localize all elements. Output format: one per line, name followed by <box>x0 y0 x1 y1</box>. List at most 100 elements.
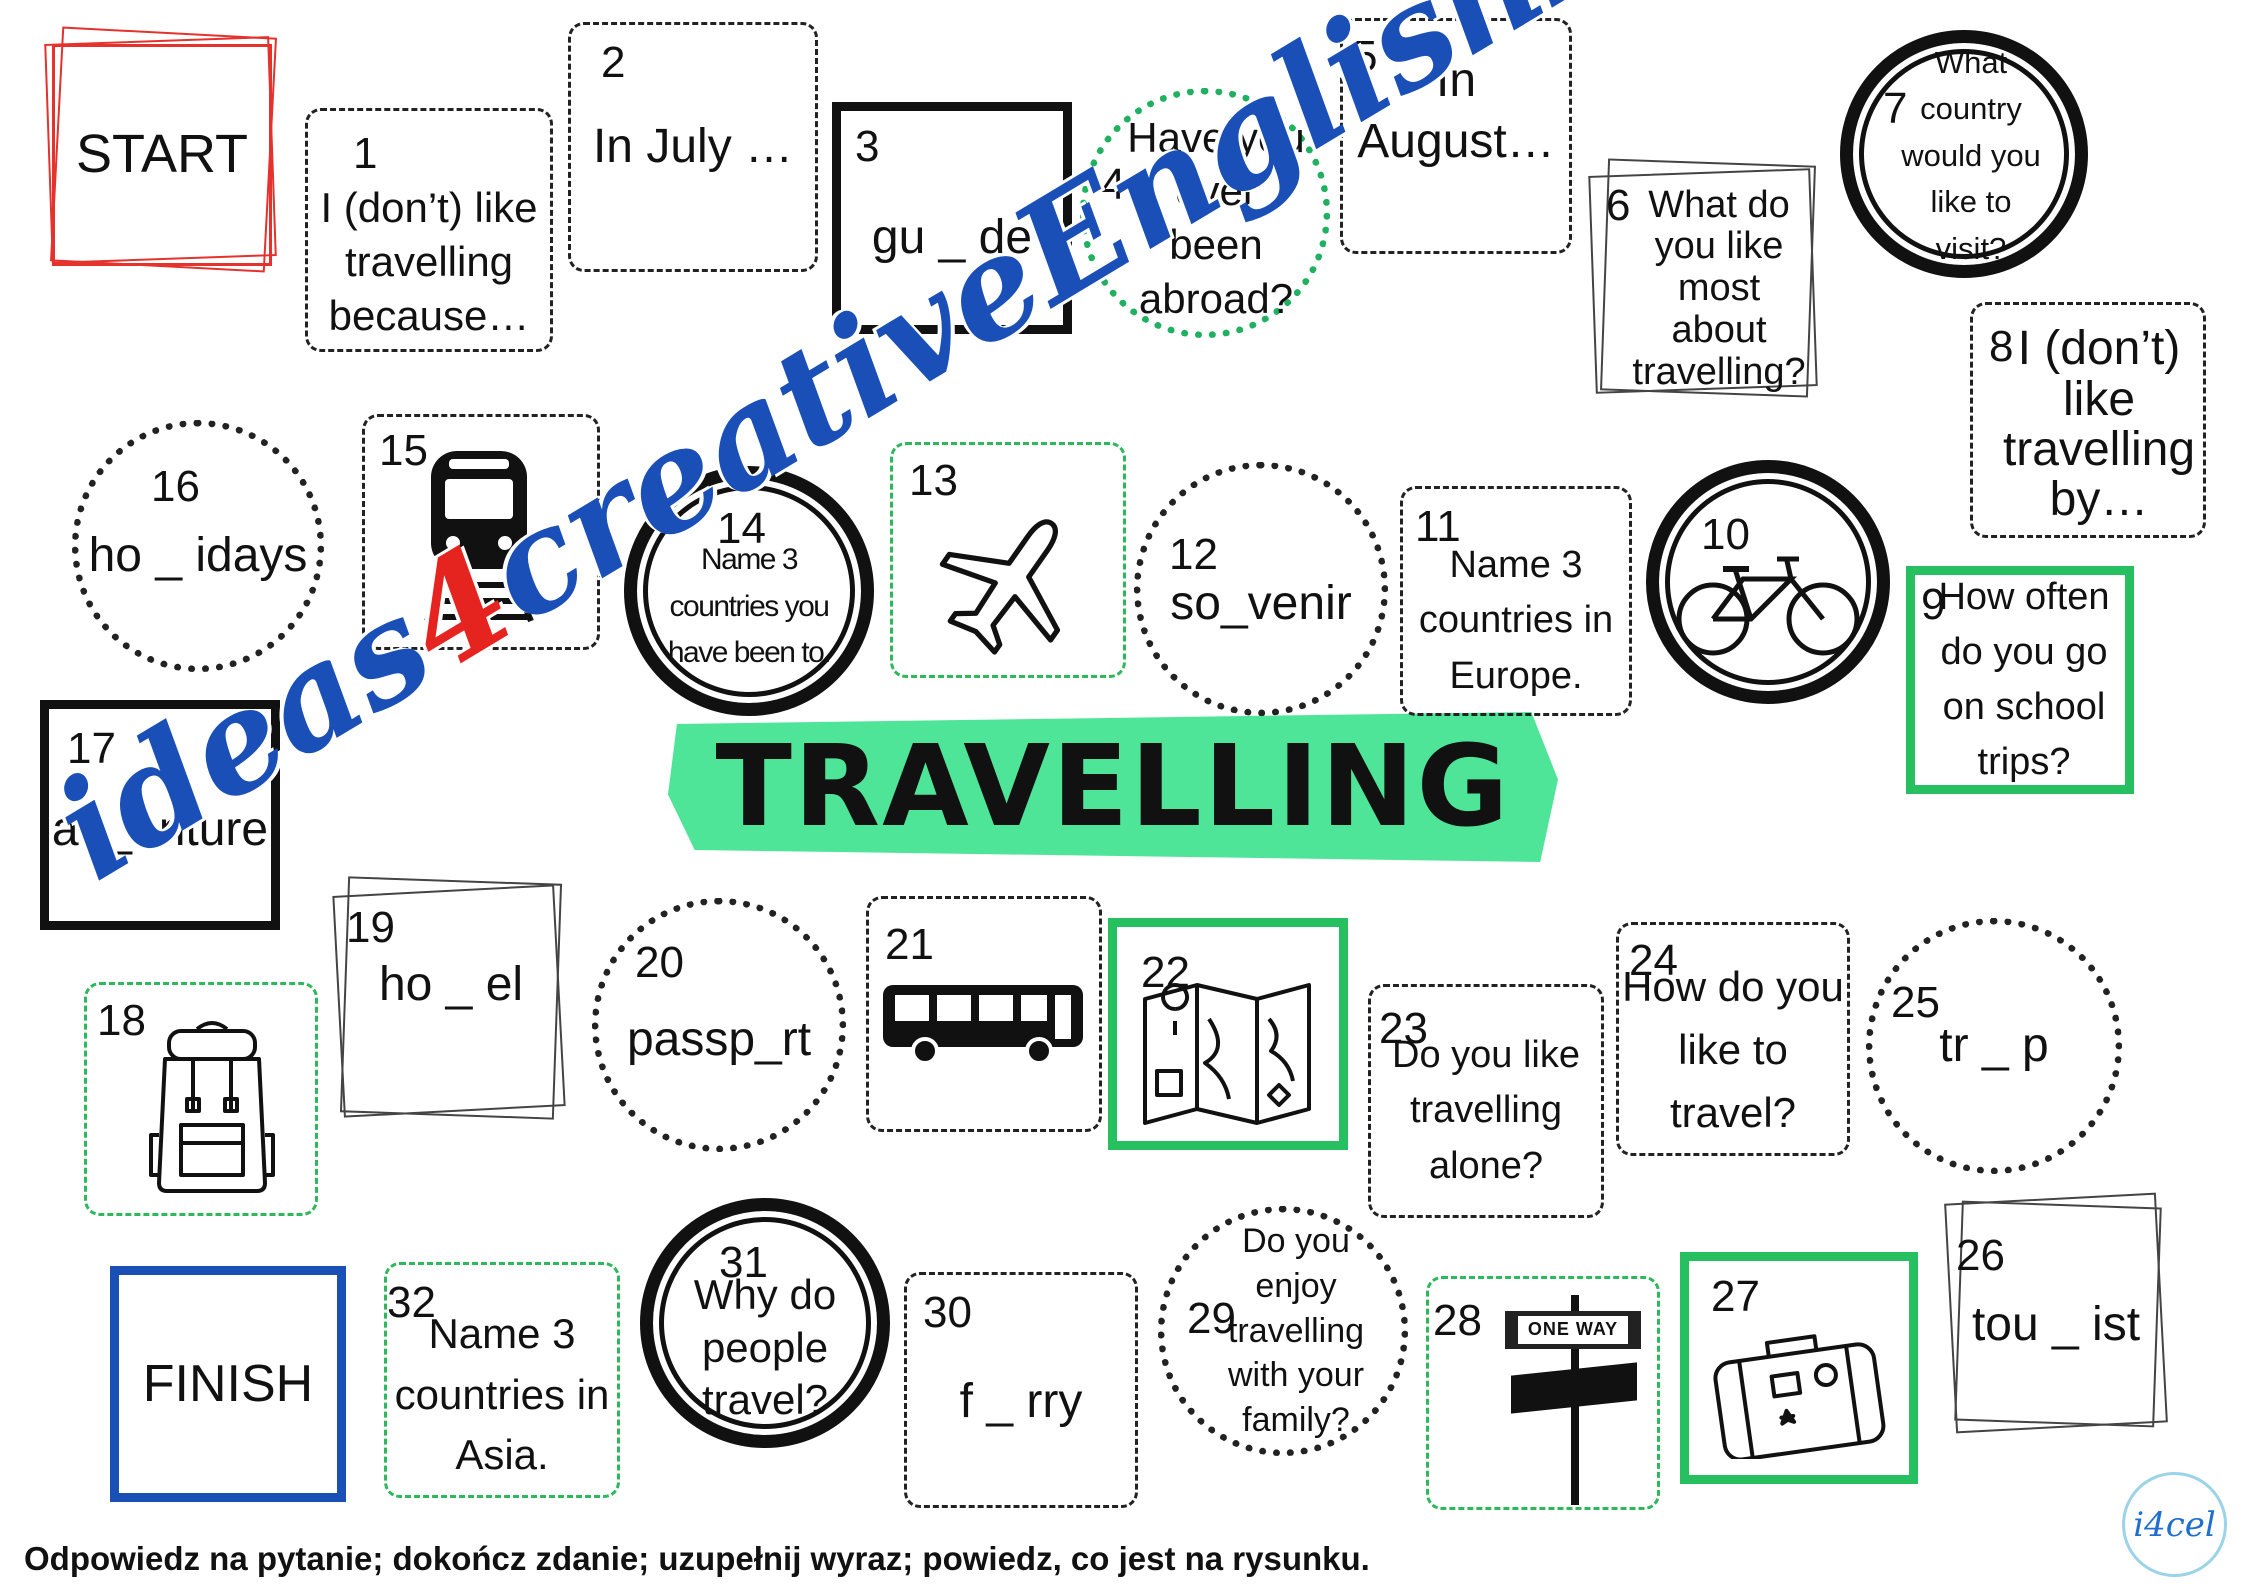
square-15: 15 <box>362 414 600 650</box>
airplane-icon <box>939 519 1061 655</box>
square-30: 30 f _ rry <box>904 1272 1138 1508</box>
square-number: 7 <box>1883 84 1908 133</box>
square-text: How do you like to travel? <box>1622 962 1844 1136</box>
square-number: 11 <box>1415 502 1461 551</box>
square-text: passp_rt <box>626 1013 812 1067</box>
sign-board-top: ONE WAY <box>1505 1311 1641 1349</box>
board-title: TRAVELLING <box>715 722 1511 852</box>
square-27: 27 <box>1680 1252 1918 1484</box>
square-text: ho _ el <box>378 958 524 1012</box>
bus-icon <box>883 985 1083 1065</box>
square-number: 5 <box>1353 32 1378 81</box>
square-number: 2 <box>601 38 626 87</box>
square-19: 19 ho _ el <box>342 886 560 1114</box>
square-9: 9 How often do you go on school trips? <box>1906 566 2134 794</box>
square-1: 1 I (don’t) like travelling because… <box>305 108 553 352</box>
backpack-icon <box>149 1021 275 1193</box>
square-text: f _ rry <box>959 1375 1083 1429</box>
bicycle-icon <box>1676 556 1860 656</box>
square-text: ad_enture <box>51 803 269 857</box>
square-text: Why do people travel? <box>693 1271 837 1424</box>
square-text: tou _ ist <box>1971 1298 2141 1352</box>
square-number: 15 <box>379 426 428 475</box>
square-text: Name 3 countries in Asia. <box>394 1309 610 1479</box>
square-number: 30 <box>923 1288 972 1337</box>
square-text: Name 3 countries you have been to. <box>667 543 832 670</box>
square-22: 22 <box>1108 918 1348 1150</box>
start-square: START <box>52 44 272 266</box>
square-6: 6 What do you like most about travelling… <box>1598 168 1810 393</box>
square-17: 17 ad_enture <box>40 700 280 930</box>
square-text: In August… <box>1357 53 1555 168</box>
square-number: 23 <box>1379 1004 1428 1053</box>
square-text: I (don’t) like travelling by… <box>2002 322 2196 527</box>
square-18: 18 <box>84 982 318 1216</box>
square-text: ho _ idays <box>88 529 308 583</box>
square-26: 26 tou _ ist <box>1954 1202 2158 1428</box>
square-number: 16 <box>151 462 200 511</box>
square-number: 31 <box>719 1238 768 1287</box>
square-28: 28 ONE WAY <box>1426 1276 1660 1510</box>
square-31: 31 Why do people travel? <box>640 1198 890 1448</box>
square-text: I (don’t) like travelling because… <box>320 184 538 339</box>
i4cel-logo: i4cel <box>2122 1472 2227 1577</box>
square-16: 16 ho _ idays <box>72 420 324 672</box>
square-number: 25 <box>1891 978 1940 1027</box>
square-number: 28 <box>1433 1296 1482 1345</box>
square-number: 20 <box>635 938 684 987</box>
square-number: 19 <box>346 903 395 952</box>
square-number: 8 <box>1989 322 2014 371</box>
square-number: 26 <box>1956 1231 2005 1280</box>
square-29: 29 Do you enjoy travelling with your fam… <box>1158 1206 1408 1456</box>
square-number: 27 <box>1711 1272 1760 1321</box>
square-text: What country would you like to visit? <box>1901 44 2041 266</box>
square-text: Do you enjoy travelling with your family… <box>1227 1221 1365 1440</box>
square-number: 18 <box>97 996 146 1045</box>
square-11: 11 Name 3 countries in Europe. <box>1400 486 1632 716</box>
square-32: 32 Name 3 countries in Asia. <box>384 1262 620 1498</box>
map-icon <box>1143 983 1311 1125</box>
square-text: Have you ever been abroad? <box>1127 113 1305 322</box>
square-number: 12 <box>1169 530 1218 579</box>
sign-board-bottom <box>1511 1362 1637 1414</box>
square-text: tr _ p <box>1939 1019 2049 1073</box>
square-2: 2 In July … <box>568 22 818 272</box>
square-text: Do you like travelling alone? <box>1392 1034 1580 1187</box>
square-3: 3 gu _ de <box>832 102 1072 334</box>
sign-text: ONE WAY <box>1517 1316 1629 1344</box>
square-24: 24 How do you like to travel? <box>1616 922 1850 1156</box>
suitcase-icon <box>1713 1334 1886 1459</box>
square-number: 9 <box>1921 580 1946 629</box>
square-number: 17 <box>67 724 116 773</box>
one-way-sign-icon: ONE WAY <box>1505 1295 1645 1505</box>
title-banner <box>668 712 1558 862</box>
train-icon <box>424 451 534 623</box>
square-23: 23 Do you like travelling alone? <box>1368 984 1604 1218</box>
square-number: 14 <box>717 504 766 553</box>
square-number: 24 <box>1629 936 1678 985</box>
square-12: 12 so_venir <box>1134 462 1388 716</box>
square-text: What do you like most about travelling? <box>1632 183 1806 393</box>
square-text: In July … <box>592 120 794 174</box>
square-4: 4 Have you ever been abroad? <box>1080 88 1330 338</box>
square-7: 7 What country would you like to visit? <box>1840 30 2088 278</box>
square-text: How often do you go on school trips? <box>1938 575 2110 784</box>
finish-square: FINISH <box>110 1266 346 1502</box>
finish-label: FINISH <box>142 1354 314 1413</box>
square-10: 10 <box>1646 460 1890 704</box>
square-text: gu _ de <box>871 211 1033 265</box>
square-25: 25 tr _ p <box>1866 918 2122 1174</box>
square-13: 13 <box>890 442 1126 678</box>
square-number: 10 <box>1701 510 1750 559</box>
square-number: 3 <box>855 122 880 171</box>
square-number: 13 <box>909 456 958 505</box>
square-number: 1 <box>353 129 378 178</box>
square-number: 32 <box>387 1278 436 1327</box>
square-text: so_venir <box>1170 577 1352 631</box>
square-number: 6 <box>1606 181 1631 230</box>
square-8: 8 I (don’t) like travelling by… <box>1970 302 2206 538</box>
instruction-text: Odpowiedz na pytanie; dokończ zdanie; uz… <box>24 1540 1370 1577</box>
square-20: 20 passp_rt <box>592 898 846 1152</box>
square-text: Name 3 countries in Europe. <box>1418 544 1614 697</box>
square-21: 21 <box>866 896 1102 1132</box>
